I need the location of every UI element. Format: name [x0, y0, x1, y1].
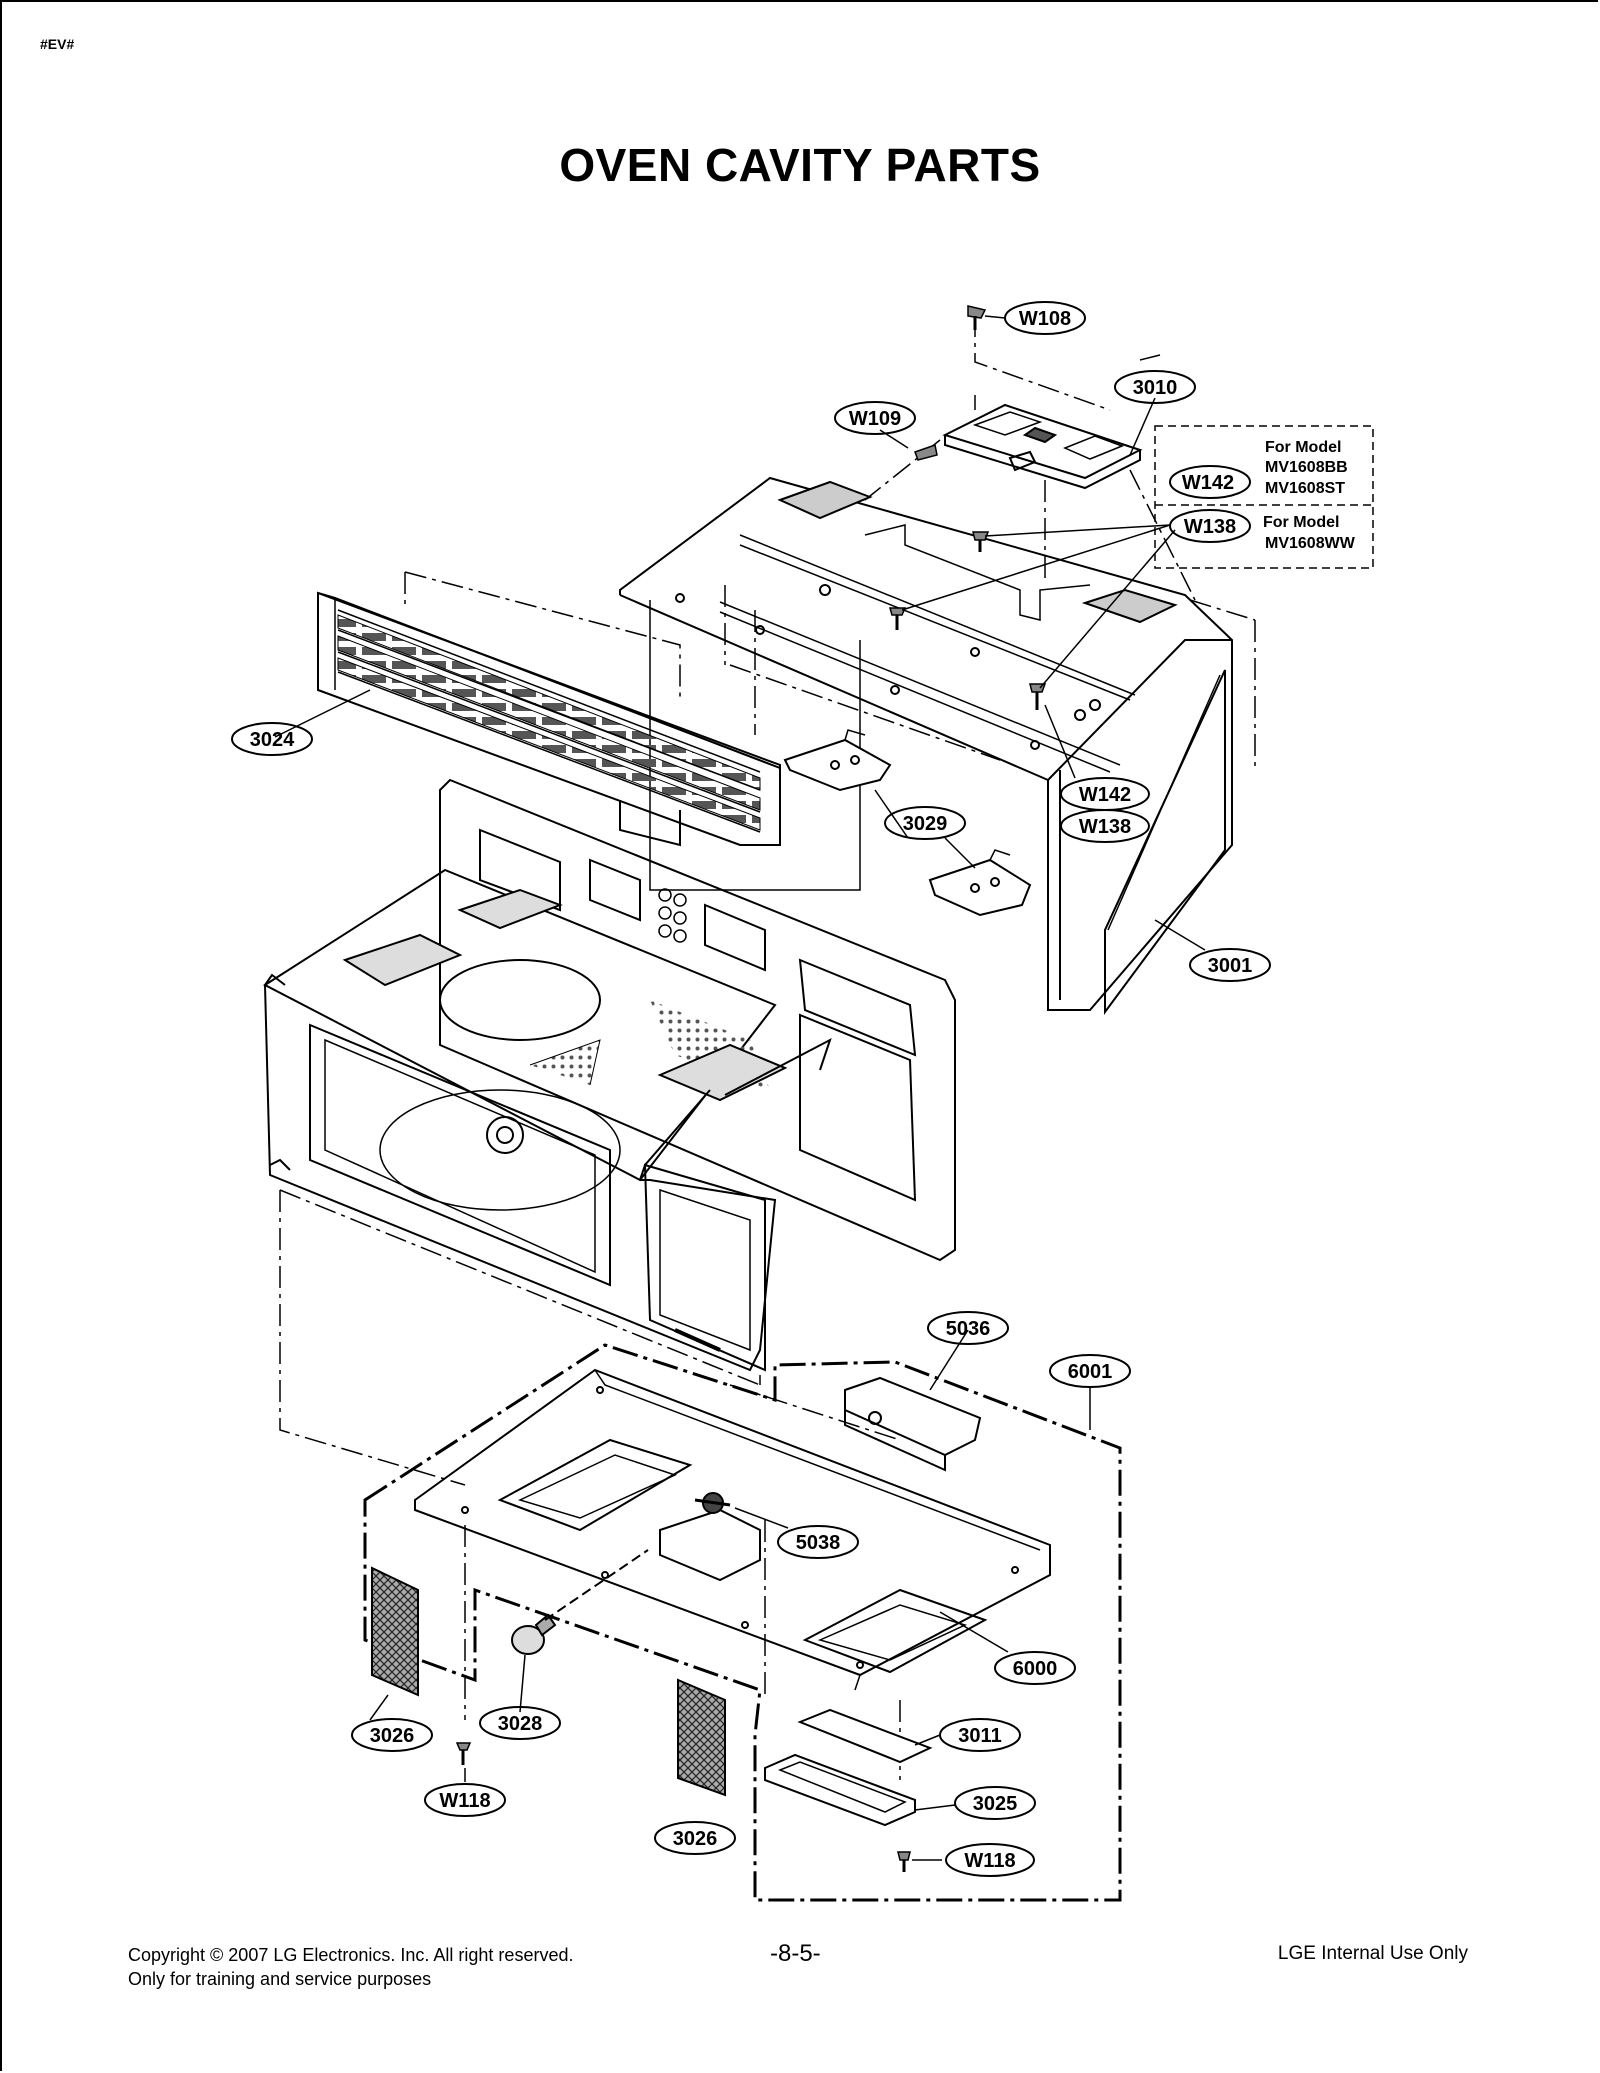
label-w142-top: W142	[1182, 472, 1234, 494]
lamp-bulb	[511, 1549, 649, 1655]
label-6001: 6001	[1068, 1361, 1113, 1383]
label-w108: W108	[1019, 308, 1071, 330]
page-title: OVEN CAVITY PARTS	[559, 139, 1041, 191]
model-note-1-heading: For Model	[1265, 439, 1341, 456]
label-3026-left: 3026	[370, 1725, 415, 1747]
label-3025: 3025	[973, 1793, 1018, 1815]
model-note-1-model-2: MV1608ST	[1265, 480, 1345, 497]
label-3011: 3011	[958, 1725, 1001, 1747]
control-panel-bracket	[942, 403, 1143, 490]
lamp-cover	[764, 1708, 933, 1827]
label-w109: W109	[849, 408, 901, 430]
assembly-guide-lines	[279, 315, 1256, 1780]
label-w138-side: W138	[1079, 816, 1131, 838]
label-3024: 3024	[250, 729, 295, 751]
assembly-boundary-6001	[363, 1343, 1122, 1902]
footer-internal-note: LGE Internal Use Only	[1277, 1943, 1468, 1964]
grease-filter-left	[371, 1566, 419, 1697]
label-w138-top: W138	[1184, 516, 1236, 538]
sensor-bracket	[844, 1376, 982, 1472]
label-w118-left: W118	[439, 1790, 490, 1812]
screws	[455, 305, 1047, 1872]
vent-grille	[317, 591, 781, 847]
footer-training-note: Only for training and service purposes	[128, 1969, 432, 1989]
leader-lines	[274, 315, 1206, 1861]
label-6000: 6000	[1013, 1658, 1058, 1680]
document-tag: #EV#	[40, 36, 75, 52]
base-plate	[414, 1368, 1051, 1691]
footer-copyright-block: Copyright © 2007 LG Electronics. Inc. Al…	[128, 1943, 573, 1991]
label-3010: 3010	[1133, 377, 1178, 399]
label-ovals	[231, 301, 1271, 1877]
label-3026-bottom: 3026	[673, 1828, 718, 1850]
outer-case	[619, 476, 1233, 1016]
footer-copyright: Copyright © 2007 LG Electronics. Inc. Al…	[128, 1945, 574, 1965]
page-number: -8-5-	[770, 1940, 821, 1967]
label-5038: 5038	[796, 1532, 841, 1554]
label-5036: 5036	[946, 1318, 991, 1340]
label-w118-right: W118	[964, 1850, 1015, 1872]
model-note-1-model-1: MV1608BB	[1265, 459, 1348, 476]
grease-filter-bottom	[677, 1678, 726, 1797]
label-3001: 3001	[1208, 955, 1253, 977]
model-note-2-heading: For Model	[1263, 514, 1339, 531]
model-note-box	[1154, 425, 1374, 569]
label-3028: 3028	[498, 1713, 543, 1735]
label-3029: 3029	[903, 813, 948, 835]
hinge-brackets	[783, 729, 1032, 917]
oven-cavity	[263, 778, 956, 1372]
label-w142-side: W142	[1079, 784, 1131, 806]
model-note-2-model-1: MV1608WW	[1265, 535, 1356, 552]
